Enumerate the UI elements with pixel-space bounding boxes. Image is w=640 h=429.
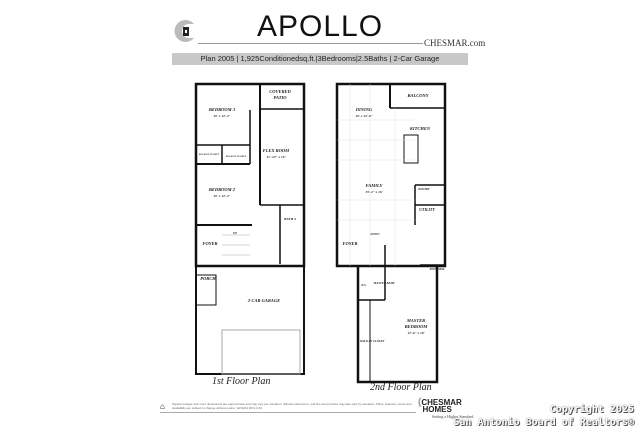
room-utility: UTILITY [419, 207, 435, 212]
copyright-line: Copyright 2025 [549, 404, 634, 415]
dim: 10' x 12'-2" [213, 114, 230, 118]
room-garage: 2-CAR GARAGE [247, 298, 280, 303]
dim: 12'-6" x 18' [407, 331, 424, 335]
stair-down: DOWN [369, 232, 380, 236]
room-pantry: PANTRY [418, 187, 431, 191]
room-wic: WALK-IN CLOSET [226, 155, 247, 158]
website-link[interactable]: CHESMAR.com [424, 38, 486, 48]
dim: 15'-2" x 16' [365, 190, 382, 194]
room-family: FAMILY [366, 183, 384, 188]
brand-name: CHESMAR [421, 398, 462, 407]
dim: 10' x 12'-2" [213, 194, 230, 198]
dim: 11'-10" x 19' [267, 155, 286, 159]
room-foyer: FOYER [342, 241, 357, 246]
room-master: MASTER [406, 318, 425, 323]
copyright-watermark: Copyright 2025 San Antonio Board of Real… [453, 403, 634, 429]
room-master-bath: MASTER BATH [373, 281, 396, 285]
dim: 10' x 12'-6" [355, 114, 372, 118]
room-patio: COVERED [269, 89, 291, 94]
second-floor-labels: DINING 10' x 12'-6" BALCONY KITCHEN FAMI… [342, 93, 445, 343]
second-floor-plan [335, 82, 447, 384]
disclaimer: Square footage and room dimensions are a… [172, 402, 412, 410]
room-dining: DINING [355, 107, 373, 112]
room-patio-2: PATIO [274, 95, 288, 100]
room-bedroom3: BEDROOM 3 [208, 107, 236, 112]
header-divider [198, 43, 423, 44]
equal-housing-icon: ⌂ [160, 402, 165, 411]
room-wic: WALK-IN CLOSET [199, 153, 220, 156]
room-foyer: FOYER [202, 241, 217, 246]
copyright-owner: San Antonio Board of Realtors® [453, 417, 634, 428]
room-wic: WALK-IN CLOSET [360, 339, 385, 343]
room-master-2: BEDROOM [404, 324, 429, 329]
room-powder: POWDER [430, 267, 446, 271]
first-floor-caption: 1st Floor Plan [212, 376, 271, 387]
stair-up: UP [233, 231, 237, 235]
plan-summary: Plan 2005 | 1,925Conditionedsq.ft.|3Bedr… [172, 53, 468, 65]
second-floor-caption: 2nd Floor Plan [370, 382, 432, 393]
footer-divider [160, 412, 416, 413]
plan-title: APOLLO [256, 10, 384, 43]
first-floor-labels: BEDROOM 3 10' x 12'-2" COVERED PATIO FLE… [199, 89, 297, 303]
chesmar-logo [172, 18, 198, 44]
room-balcony: BALCONY [406, 93, 429, 98]
room-bath2: BATH 2 [283, 217, 296, 221]
brand-logo: (CHESMAR HOMES [418, 397, 462, 414]
room-porch: PORCH [200, 276, 216, 281]
room-ks: K.S. [360, 283, 366, 287]
room-kitchen: KITCHEN [409, 126, 431, 131]
room-bedroom2: BEDROOM 2 [208, 187, 236, 192]
room-flex: FLEX ROOM [263, 148, 290, 153]
brand-name-2: HOMES [422, 405, 452, 414]
brand-tagline: Setting a Higher Standard [432, 414, 474, 419]
first-floor-plan [194, 82, 306, 375]
